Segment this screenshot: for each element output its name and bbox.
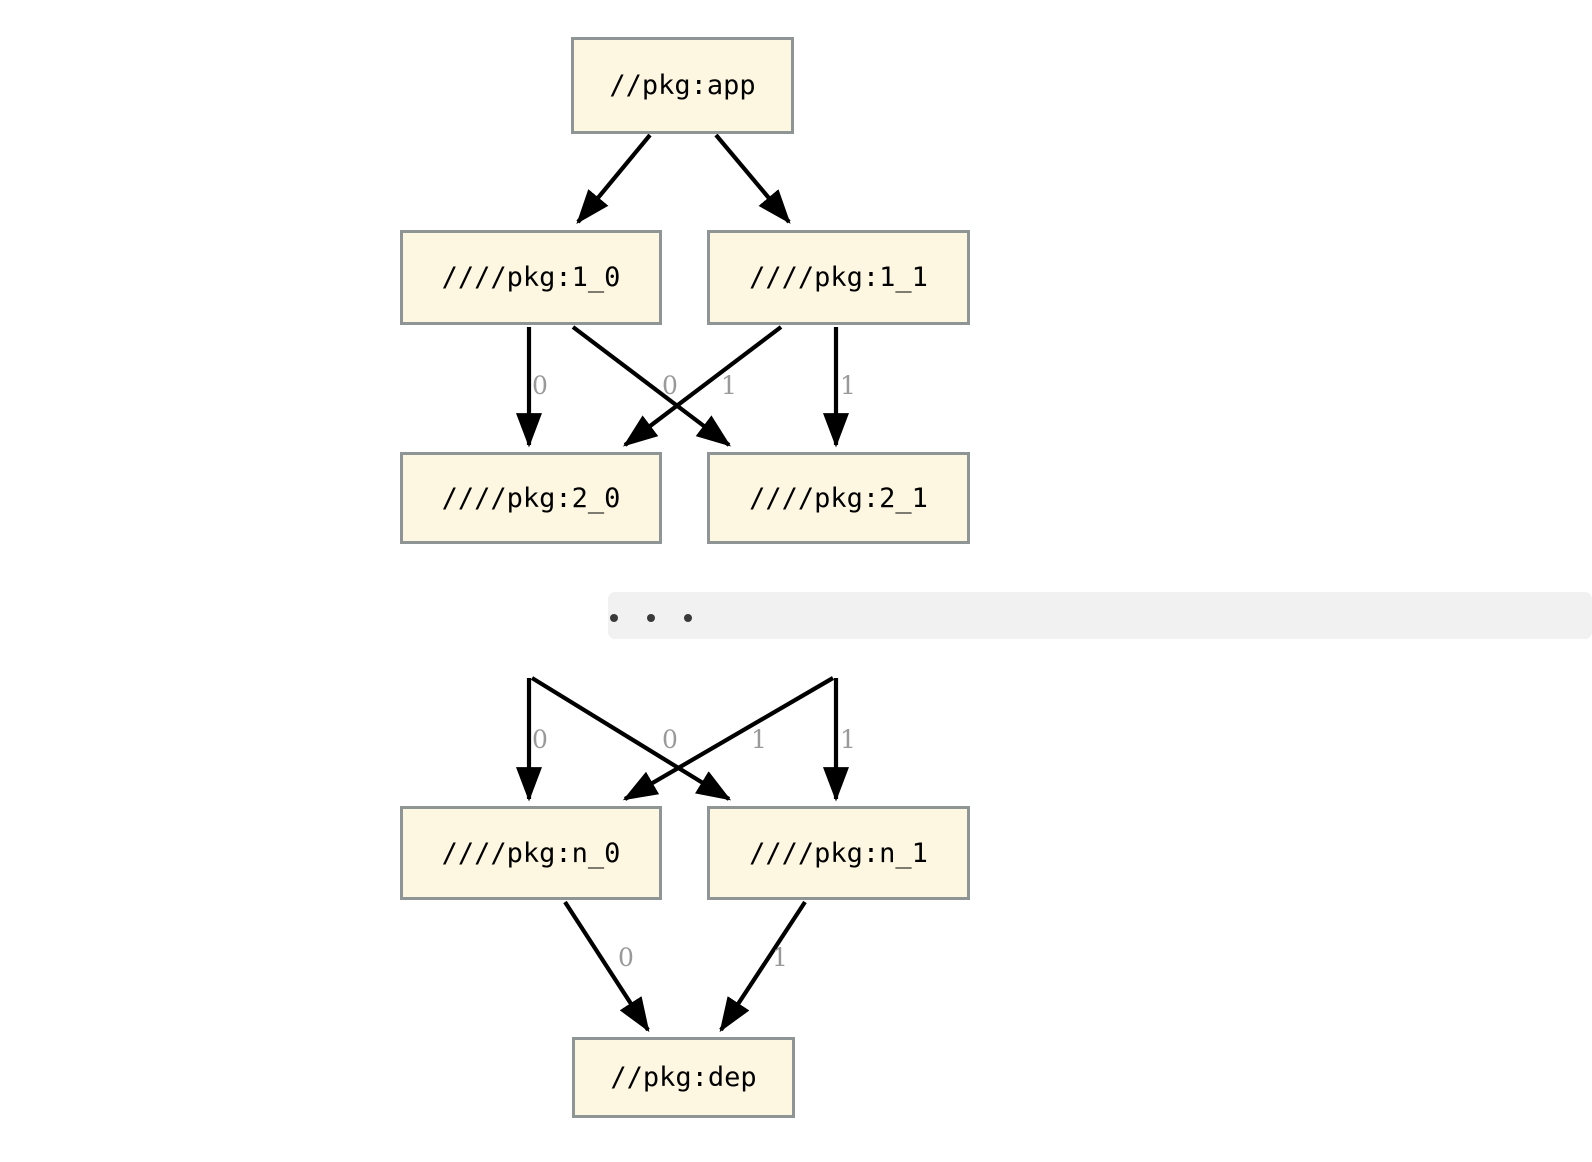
node-label: ////pkg:1_1 — [749, 262, 928, 293]
node-pkg-dep[interactable]: //pkg:dep — [572, 1037, 795, 1118]
node-pkg-n_0[interactable]: ////pkg:n_0 — [400, 806, 662, 900]
ellipsis-icon — [610, 614, 721, 622]
edge-1_0-to-2_1 — [571, 325, 732, 447]
edge-label-cut-n_0: 0 — [532, 725, 548, 754]
edge-n_0-to-dep — [563, 900, 650, 1033]
edge-label-1_0-2_1: 0 — [662, 371, 678, 400]
node-label: ////pkg:2_0 — [441, 482, 621, 514]
edge-label-n_0-dep: 0 — [618, 943, 634, 972]
edge-1_1-to-2_0 — [622, 325, 783, 447]
node-pkg-n_1[interactable]: ////pkg:n_1 — [707, 806, 970, 900]
node-pkg-1_1[interactable]: ////pkg:1_1 — [707, 230, 970, 325]
node-label: ////pkg:n_1 — [749, 837, 928, 869]
edge-cut-to-n_1-crossing — [530, 676, 732, 801]
node-pkg-2_0[interactable]: ////pkg:2_0 — [400, 452, 662, 544]
edge-label-1_1-2_1: 1 — [840, 371, 856, 400]
ellipsis-dot — [647, 614, 655, 622]
edge-label-cut-n_1: 1 — [840, 725, 856, 754]
edge-cut-to-n_0-crossing — [622, 676, 835, 801]
edge-label-cut-n_0-crossing: 1 — [751, 725, 767, 754]
edge-label-n_1-dep: 1 — [772, 943, 788, 972]
ellipsis-dot — [684, 614, 692, 622]
node-pkg-2_1[interactable]: ////pkg:2_1 — [707, 452, 970, 544]
edge-app-to-1_0 — [576, 133, 652, 224]
node-label: //pkg:dep — [610, 1062, 757, 1093]
edge-label-cut-n_1-crossing: 0 — [662, 725, 678, 754]
node-label: ////pkg:n_0 — [441, 837, 621, 869]
edge-label-1_0-2_0: 0 — [532, 371, 548, 400]
edge-label-1_1-2_0: 1 — [721, 371, 737, 400]
node-pkg-app[interactable]: //pkg:app — [571, 37, 794, 134]
edge-n_1-to-dep — [719, 900, 807, 1033]
node-label: //pkg:app — [609, 70, 756, 101]
node-label: ////pkg:1_0 — [441, 262, 621, 293]
node-pkg-1_0[interactable]: ////pkg:1_0 — [400, 230, 662, 325]
collapsed-levels-band[interactable] — [608, 592, 1592, 639]
node-label: ////pkg:2_1 — [749, 482, 928, 514]
edge-app-to-1_1 — [714, 133, 791, 224]
ellipsis-dot — [610, 614, 618, 622]
